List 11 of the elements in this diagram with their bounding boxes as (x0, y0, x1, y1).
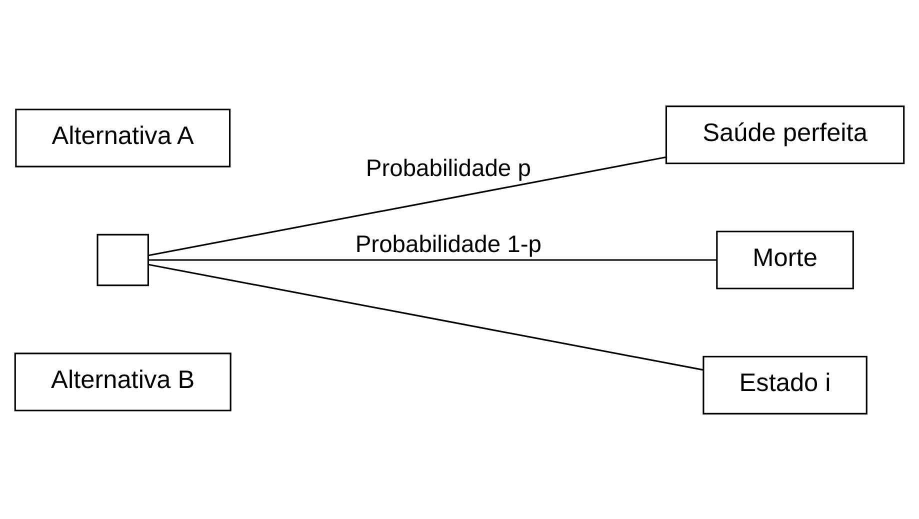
node-box: Saúde perfeita (665, 105, 905, 164)
edge-label: Probabilidade p (366, 154, 531, 182)
node-box: Estado i (702, 355, 868, 414)
node-box: Morte (716, 230, 854, 289)
connector (148, 263, 704, 370)
node-box: Alternativa B (14, 352, 232, 411)
node-box (96, 233, 149, 286)
edge-label: Probabilidade 1-p (355, 230, 542, 258)
connector (148, 156, 666, 256)
connector (148, 258, 717, 260)
node-box: Alternativa A (15, 108, 231, 167)
